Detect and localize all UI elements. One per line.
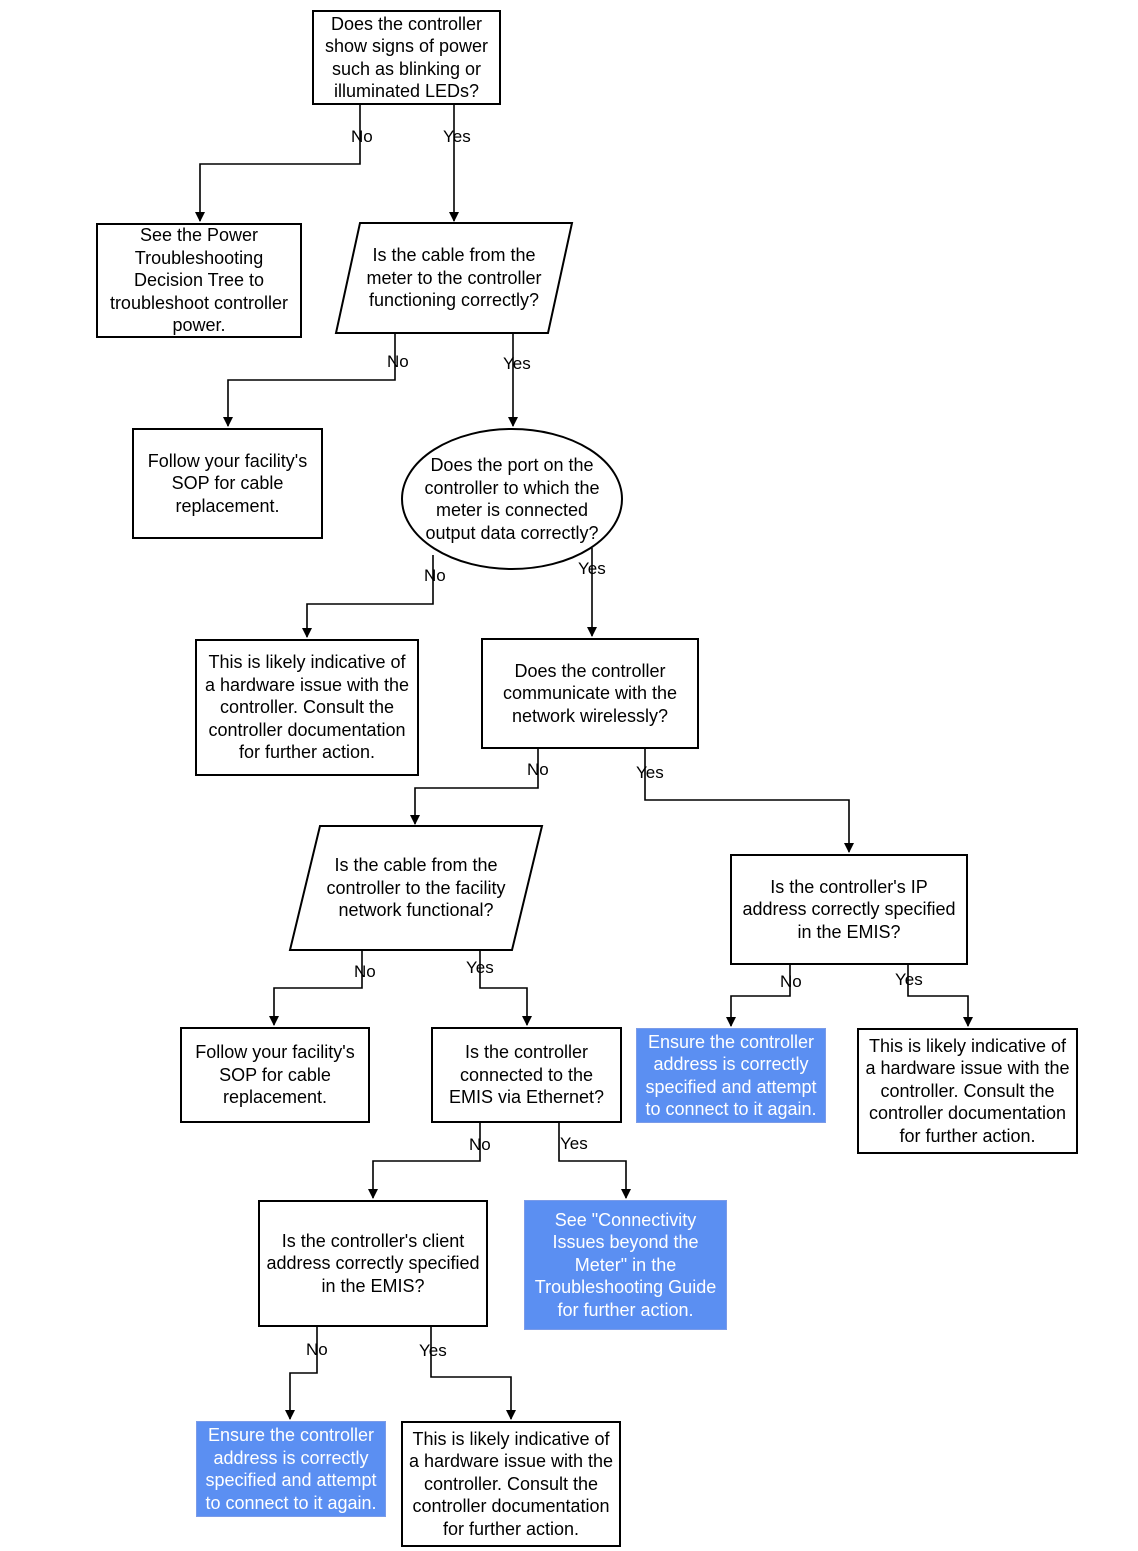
edge-label-client-yes: Yes (419, 1341, 447, 1360)
question-wireless: Does the controller communicate with the… (481, 638, 699, 749)
edge-power-no (195, 105, 361, 222)
edge-label-ip-yes: Yes (895, 970, 923, 989)
answer-power-tree: See the Power Troubleshooting Decision T… (96, 223, 302, 338)
answer-cable-sop-1: Follow your facility's SOP for cable rep… (132, 428, 323, 539)
edge-meter-cable-no (223, 333, 396, 427)
edge-label-wireless-no: No (527, 760, 549, 779)
edge-ip-yes (907, 964, 973, 1027)
answer-hardware-3: This is likely indicative of a hardware … (401, 1421, 621, 1547)
edge-network-cable-no (269, 950, 363, 1026)
edge-label-wireless-yes: Yes (636, 763, 664, 782)
answer-ensure-address-1: Ensure the controller address is correct… (636, 1028, 826, 1123)
edge-client-no (285, 1326, 318, 1420)
answer-ensure-address-2: Ensure the controller address is correct… (196, 1421, 386, 1517)
question-ip: Is the controller's IP address correctly… (730, 854, 968, 965)
meter-cable-shape (334, 222, 574, 334)
answer-hardware-1: This is likely indicative of a hardware … (195, 639, 419, 776)
edge-ethernet-no (368, 1122, 481, 1199)
question-client-address: Is the controller's client address corre… (258, 1200, 488, 1327)
edge-label-meter-cable-no: No (387, 352, 409, 371)
question-ethernet: Is the controller connected to the EMIS … (431, 1027, 622, 1123)
edge-wireless-yes (644, 748, 854, 853)
edge-wireless-no (410, 748, 539, 825)
edge-label-ip-no: No (780, 972, 802, 991)
edge-label-port-yes: Yes (578, 559, 606, 578)
network-cable-shape (288, 825, 544, 951)
answer-hardware-2: This is likely indicative of a hardware … (857, 1028, 1078, 1154)
edge-label-network-cable-yes: Yes (466, 958, 494, 977)
edge-client-yes (430, 1326, 516, 1420)
edge-label-client-no: No (306, 1340, 328, 1359)
edge-label-network-cable-no: No (354, 962, 376, 981)
answer-connectivity: See "Connectivity Issues beyond the Mete… (524, 1200, 727, 1330)
edge-label-ethernet-no: No (469, 1135, 491, 1154)
edge-label-ethernet-yes: Yes (560, 1134, 588, 1153)
edge-ip-no (726, 964, 791, 1027)
question-network-cable: Is the cable from the controller to the … (326, 855, 506, 921)
question-power: Does the controller show signs of power … (312, 10, 501, 105)
edge-label-power-yes: Yes (443, 127, 471, 146)
edge-port-no (302, 555, 434, 638)
edge-label-meter-cable-yes: Yes (503, 354, 531, 373)
port-shape (401, 428, 623, 570)
edge-label-power-no: No (351, 127, 373, 146)
question-meter-cable: Is the cable from the meter to the contr… (366, 245, 542, 311)
question-port: Does the port on the controller to which… (424, 455, 600, 543)
edge-ethernet-yes (558, 1122, 631, 1199)
edge-network-cable-yes (479, 950, 532, 1026)
edge-label-port-no: No (424, 566, 446, 585)
answer-cable-sop-2: Follow your facility's SOP for cable rep… (180, 1027, 370, 1123)
